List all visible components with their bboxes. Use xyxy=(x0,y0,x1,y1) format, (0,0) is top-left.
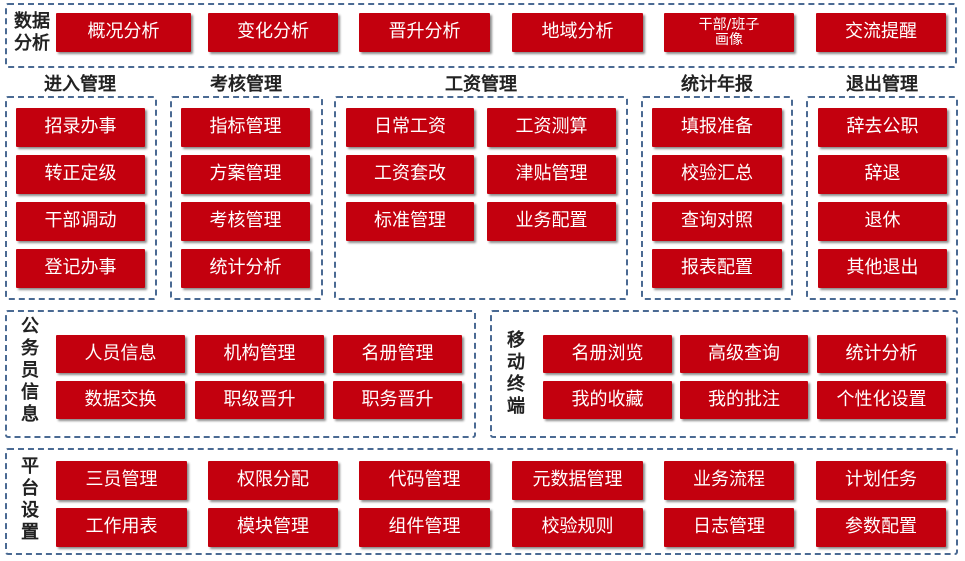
entry-mgmt-title: 进入管理 xyxy=(44,74,116,95)
annual-stats-group xyxy=(641,96,793,300)
entry-mgmt-group xyxy=(5,96,157,300)
salary-mgmt-title: 工资管理 xyxy=(445,74,517,95)
btn-regularization[interactable]: 转正定级 xyxy=(16,155,145,194)
btn-validation-summary[interactable]: 校验汇总 xyxy=(652,155,782,194)
btn-statistical-analysis[interactable]: 统计分析 xyxy=(181,249,310,288)
btn-scheduled-tasks[interactable]: 计划任务 xyxy=(816,461,946,500)
btn-standard-mgmt[interactable]: 标准管理 xyxy=(346,202,474,241)
btn-rank-promotion[interactable]: 职级晋升 xyxy=(195,381,324,419)
btn-daily-salary[interactable]: 日常工资 xyxy=(346,108,474,147)
btn-query-compare[interactable]: 查询对照 xyxy=(652,202,782,241)
btn-resign-public-office[interactable]: 辞去公职 xyxy=(818,108,947,147)
btn-change-analysis[interactable]: 变化分析 xyxy=(208,13,338,52)
civil-servant-info-label: 公 务 员 信 息 xyxy=(21,316,39,425)
btn-exchange-reminder[interactable]: 交流提醒 xyxy=(816,13,946,52)
mobile-terminal-label: 移 动 终 端 xyxy=(507,330,525,417)
btn-code-mgmt[interactable]: 代码管理 xyxy=(359,461,490,500)
btn-advanced-query[interactable]: 高级查询 xyxy=(680,335,808,373)
btn-plan-mgmt[interactable]: 方案管理 xyxy=(181,155,310,194)
btn-permission-assign[interactable]: 权限分配 xyxy=(208,461,338,500)
btn-fill-preparation[interactable]: 填报准备 xyxy=(652,108,782,147)
platform-settings-group xyxy=(5,448,958,555)
btn-report-config[interactable]: 报表配置 xyxy=(652,249,782,288)
btn-salary-reform[interactable]: 工资套改 xyxy=(346,155,474,194)
btn-indicator-mgmt[interactable]: 指标管理 xyxy=(181,108,310,147)
exit-mgmt-title: 退出管理 xyxy=(846,74,918,95)
btn-org-mgmt[interactable]: 机构管理 xyxy=(195,335,324,373)
btn-assessment-mgmt[interactable]: 考核管理 xyxy=(181,202,310,241)
btn-other-exit[interactable]: 其他退出 xyxy=(818,249,947,288)
btn-component-mgmt[interactable]: 组件管理 xyxy=(359,508,490,547)
civil-servant-info-group xyxy=(5,310,476,438)
btn-post-promotion[interactable]: 职务晋升 xyxy=(333,381,462,419)
btn-parameter-config[interactable]: 参数配置 xyxy=(816,508,946,547)
btn-retirement[interactable]: 退休 xyxy=(818,202,947,241)
btn-workflow[interactable]: 业务流程 xyxy=(664,461,794,500)
assessment-mgmt-title: 考核管理 xyxy=(210,74,282,95)
btn-log-mgmt[interactable]: 日志管理 xyxy=(664,508,794,547)
assessment-mgmt-group xyxy=(170,96,323,300)
btn-module-mgmt[interactable]: 模块管理 xyxy=(208,508,338,547)
btn-overview-analysis[interactable]: 概况分析 xyxy=(56,13,191,52)
salary-mgmt-group xyxy=(334,96,628,300)
platform-settings-label: 平 台 设 置 xyxy=(21,456,39,543)
mobile-terminal-group xyxy=(490,310,958,438)
btn-roster-mgmt[interactable]: 名册管理 xyxy=(333,335,462,373)
btn-personalization[interactable]: 个性化设置 xyxy=(817,381,946,419)
btn-work-tables[interactable]: 工作用表 xyxy=(56,508,187,547)
btn-my-favorites[interactable]: 我的收藏 xyxy=(543,381,672,419)
btn-salary-calculation[interactable]: 工资测算 xyxy=(487,108,616,147)
data-analysis-label: 数据 分析 xyxy=(14,11,50,54)
btn-business-config[interactable]: 业务配置 xyxy=(487,202,616,241)
btn-mobile-statistics[interactable]: 统计分析 xyxy=(817,335,946,373)
btn-recruitment[interactable]: 招录办事 xyxy=(16,108,145,147)
btn-three-admins[interactable]: 三员管理 xyxy=(56,461,187,500)
data-analysis-group xyxy=(5,3,957,68)
btn-metadata-mgmt[interactable]: 元数据管理 xyxy=(512,461,643,500)
btn-data-exchange[interactable]: 数据交换 xyxy=(56,381,185,419)
btn-region-analysis[interactable]: 地域分析 xyxy=(512,13,643,52)
btn-validation-rules[interactable]: 校验规则 xyxy=(512,508,643,547)
btn-registration[interactable]: 登记办事 xyxy=(16,249,145,288)
btn-personnel-info[interactable]: 人员信息 xyxy=(56,335,185,373)
btn-allowance-mgmt[interactable]: 津贴管理 xyxy=(487,155,616,194)
btn-cadre-portrait[interactable]: 干部/班子 画像 xyxy=(664,13,794,52)
btn-my-annotations[interactable]: 我的批注 xyxy=(680,381,808,419)
btn-promotion-analysis[interactable]: 晋升分析 xyxy=(359,13,490,52)
btn-dismissal[interactable]: 辞退 xyxy=(818,155,947,194)
annual-stats-title: 统计年报 xyxy=(681,74,753,95)
btn-cadre-transfer[interactable]: 干部调动 xyxy=(16,202,145,241)
btn-roster-browse[interactable]: 名册浏览 xyxy=(543,335,672,373)
exit-mgmt-group xyxy=(806,96,958,300)
